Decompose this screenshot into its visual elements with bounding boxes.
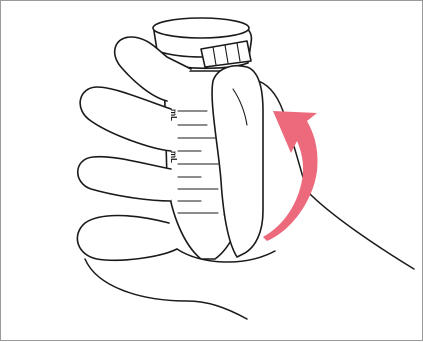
arrow-body — [263, 111, 318, 241]
rotation-arrow — [263, 111, 318, 241]
unit-label-side: mL — [169, 151, 178, 163]
right-hand-outline — [247, 79, 414, 269]
